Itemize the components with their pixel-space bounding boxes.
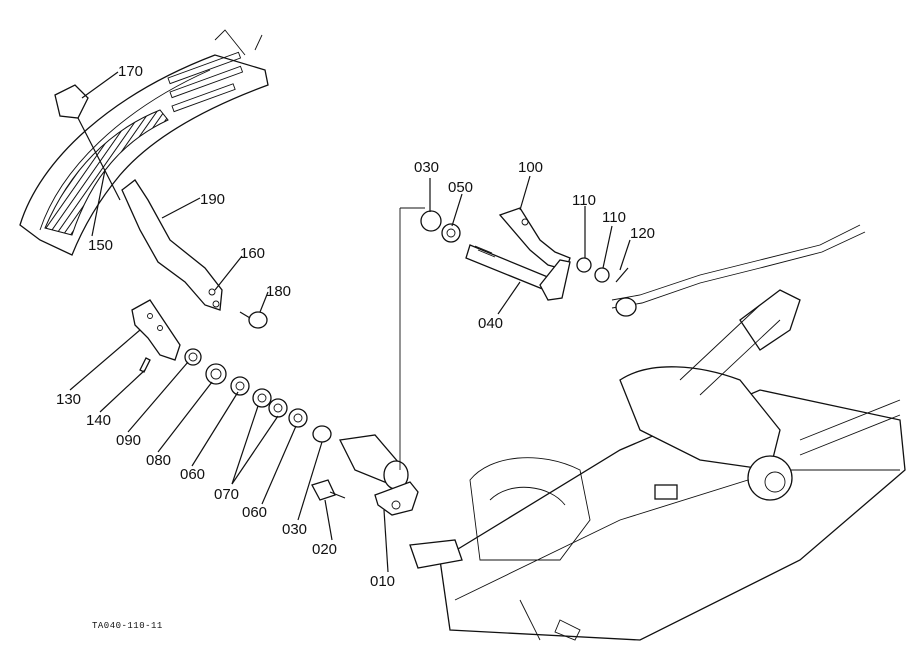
callout-070: 070 [214, 486, 239, 503]
callout-060-a: 060 [180, 466, 205, 483]
callout-060-b: 060 [242, 504, 267, 521]
callout-110-a: 110 [572, 192, 596, 209]
callout-040: 040 [478, 315, 503, 332]
bracket-130 [131, 299, 181, 361]
callout-050: 050 [448, 179, 473, 196]
callout-150: 150 [88, 237, 113, 254]
callout-180: 180 [266, 283, 291, 300]
callout-010: 010 [370, 573, 395, 590]
upper-linkage [420, 207, 629, 301]
pedal-plate [19, 29, 269, 256]
callout-140: 140 [86, 412, 111, 429]
bolt-020 [311, 479, 346, 501]
control-rod [611, 224, 866, 317]
leader-lines [69, 71, 631, 573]
callout-170: 170 [118, 63, 143, 80]
callout-030-b: 030 [414, 159, 439, 176]
callout-080: 080 [146, 452, 171, 469]
callout-190: 190 [200, 191, 225, 208]
callout-030-a: 030 [282, 521, 307, 538]
callout-120: 120 [630, 225, 655, 242]
bolt-180 [239, 311, 268, 329]
callout-110-b: 110 [602, 209, 626, 226]
callout-130: 130 [56, 391, 81, 408]
callout-100: 100 [518, 159, 543, 176]
pedal-pad [54, 84, 89, 119]
pedal-arm [121, 179, 223, 311]
washer-chain [184, 348, 332, 443]
pin-140 [139, 357, 151, 373]
callout-160: 160 [240, 245, 265, 262]
callout-020: 020 [312, 541, 337, 558]
transmission-housing [409, 289, 906, 641]
shaft-010 [339, 434, 419, 516]
callout-labels: 170 190 150 160 180 130 140 090 080 060 … [56, 63, 655, 590]
callout-090: 090 [116, 432, 141, 449]
figure-code: TA040-110-11 [92, 621, 163, 631]
